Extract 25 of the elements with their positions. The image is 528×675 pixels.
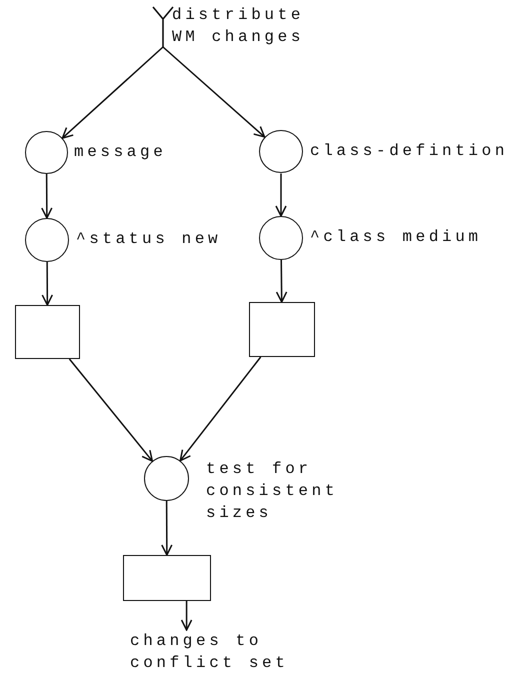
arrow bbox=[162, 46, 266, 138]
node-circle bbox=[259, 130, 303, 173]
arrow bbox=[275, 174, 287, 217]
node-label: ^status new bbox=[76, 229, 222, 250]
node-circle bbox=[259, 216, 303, 260]
node-box bbox=[15, 305, 80, 359]
arrow bbox=[161, 501, 173, 556]
output-label: changes to conflict set bbox=[130, 631, 290, 674]
node-label: ^class medium bbox=[310, 227, 482, 248]
node-box bbox=[123, 555, 211, 601]
start-label: distribute WM changes bbox=[172, 5, 306, 48]
node-label: test for consistent sizes bbox=[206, 459, 340, 524]
node-box bbox=[249, 302, 315, 357]
arrow bbox=[180, 356, 262, 462]
arrow bbox=[62, 46, 164, 139]
arrow bbox=[276, 260, 288, 303]
arrow bbox=[68, 358, 154, 462]
node-label: class-defintion bbox=[310, 141, 508, 162]
arrow bbox=[180, 601, 192, 631]
node-circle bbox=[25, 218, 69, 262]
arrow bbox=[42, 262, 54, 306]
node-circle bbox=[25, 131, 68, 174]
node-label: message bbox=[74, 142, 166, 163]
node-circle bbox=[144, 456, 189, 501]
arrow bbox=[41, 174, 53, 219]
